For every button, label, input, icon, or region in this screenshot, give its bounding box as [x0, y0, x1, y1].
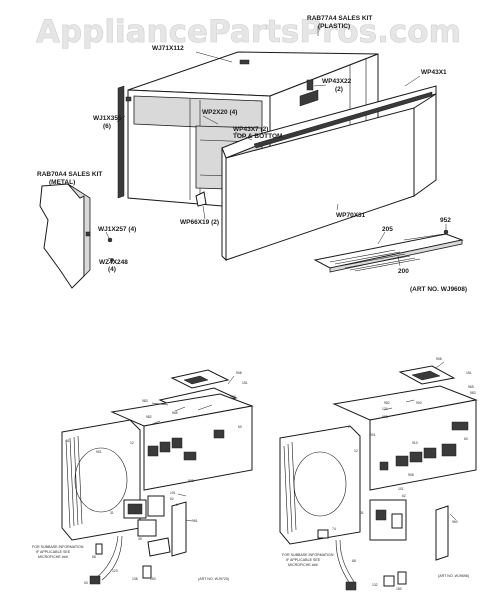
label-wp70x31: WP70X31: [336, 212, 366, 219]
small-spring-part: [195, 191, 207, 207]
svg-text:900: 900: [416, 401, 422, 405]
label-wp43x7: WP43X7 (2): [233, 126, 268, 133]
bottom-right-callouts: 908 151 965 983 982 124 983 900 2 901 60…: [332, 357, 476, 591]
label-art-no-top: (ART NO. WJ9608): [410, 286, 467, 293]
svg-text:60: 60: [238, 425, 242, 429]
svg-text:1: 1: [176, 503, 178, 507]
top-labels: RAB77A4 SALES KIT (PLASTIC) WJ71X112 WP4…: [37, 15, 467, 293]
bottom-left-assembly: 908 151 983 982 965 900 51 901 60 12 908…: [32, 369, 254, 585]
svg-text:68: 68: [92, 555, 96, 559]
label-sales-kit-plastic: RAB77A4 SALES KIT: [307, 15, 372, 22]
svg-text:150: 150: [396, 587, 402, 591]
subbase-note-right-1: FOR SUBBASE INFORMATION: [282, 553, 334, 557]
flange-clip: [125, 96, 132, 102]
svg-text:150: 150: [150, 577, 156, 581]
svg-text:74: 74: [332, 527, 336, 531]
bottom-right-leaders: [383, 361, 457, 521]
svg-text:12: 12: [130, 441, 134, 445]
svg-text:2: 2: [348, 425, 350, 429]
svg-text:51: 51: [66, 439, 70, 443]
bottom-left-callouts: 908 151 983 982 965 900 51 901 60 12 908…: [66, 371, 248, 585]
svg-text:910: 910: [412, 441, 418, 445]
label-wz4x248: WZ4X248: [99, 259, 128, 266]
art-no-bottom-right: (ART NO. WJ9696): [438, 574, 469, 578]
subbase-note-right-3: MICROFICHE ###: [288, 563, 318, 567]
label-wj1x355: WJ1X355: [93, 115, 122, 122]
label-wp43x7-position: TOP & BOTTOM: [233, 133, 282, 140]
screw-wz4x248: [110, 258, 114, 262]
svg-text:982: 982: [384, 401, 390, 405]
svg-text:908: 908: [188, 479, 194, 483]
svg-text:124: 124: [382, 407, 388, 411]
bottom-left-leaders: [149, 375, 235, 522]
label-sales-kit-metal: RAB70A4 SALES KIT: [37, 171, 102, 178]
label-sales-kit-metal-type: (METAL): [49, 179, 75, 186]
top-leader-lines: [64, 26, 447, 267]
label-wp66x19: WP66X19 (2): [180, 219, 219, 226]
metal-sales-kit-bracket: [39, 183, 91, 289]
svg-text:960: 960: [452, 520, 458, 524]
art-no-bottom-left: (ART NO. WJ9720): [198, 577, 229, 581]
svg-text:901: 901: [96, 450, 102, 454]
label-wj1x257: WJ1X257 (4): [98, 226, 136, 233]
svg-text:62: 62: [402, 494, 406, 498]
left-flange: [117, 85, 125, 199]
label-wp43x22-qty: (2): [335, 86, 343, 93]
screw-wj1x257: [107, 237, 113, 243]
svg-text:151: 151: [242, 381, 248, 385]
svg-text:138: 138: [132, 577, 138, 581]
svg-text:60: 60: [464, 437, 468, 441]
watermark-text: AppliancePartsPros.com: [36, 14, 461, 50]
chassis-plate: [313, 233, 464, 273]
svg-text:101: 101: [170, 491, 176, 495]
svg-text:983: 983: [382, 415, 388, 419]
svg-text:965: 965: [172, 411, 178, 415]
bottom-right-assembly: 908 151 965 983 982 124 983 900 2 901 60…: [279, 357, 478, 591]
svg-text:31: 31: [360, 511, 364, 515]
svg-text:62: 62: [170, 497, 174, 501]
svg-text:901: 901: [370, 433, 376, 437]
svg-text:101: 101: [398, 487, 404, 491]
svg-text:12: 12: [354, 449, 358, 453]
svg-text:908: 908: [436, 357, 442, 361]
svg-text:908: 908: [236, 371, 242, 375]
svg-text:123: 123: [112, 569, 118, 573]
label-wj1x355-qty: (6): [103, 123, 111, 130]
label-wp43x1: WP43X1: [421, 69, 447, 76]
svg-text:900: 900: [230, 395, 236, 399]
subbase-note-right-2: IF APPLICABLE SEE: [286, 558, 321, 562]
svg-text:68: 68: [352, 559, 356, 563]
svg-text:983: 983: [142, 399, 148, 403]
screw-952: [443, 229, 449, 235]
svg-text:151: 151: [466, 371, 472, 375]
svg-text:983: 983: [470, 391, 476, 395]
svg-text:965: 965: [468, 385, 474, 389]
label-205: 205: [382, 226, 393, 233]
label-wp43x22: WP43X22: [322, 78, 352, 85]
label-wz4x248-qty: (4): [108, 266, 116, 273]
label-wj71x112: WJ71X112: [152, 45, 184, 52]
svg-text:53: 53: [84, 581, 88, 585]
label-wp2x20: WP2X20 (4): [202, 109, 237, 116]
subbase-note-left-1: FOR SUBBASE INFORMATION: [32, 545, 84, 549]
label-952: 952: [440, 217, 451, 224]
svg-text:982: 982: [146, 415, 152, 419]
svg-text:132: 132: [372, 583, 378, 587]
label-200: 200: [398, 268, 409, 275]
svg-text:961: 961: [192, 519, 198, 523]
subbase-note-left-3: MICROFICHE ###: [38, 555, 68, 559]
svg-text:31: 31: [110, 511, 114, 515]
subbase-note-left-2: IF APPLICABLE SEE: [36, 550, 71, 554]
label-sales-kit-plastic-type: (PLASTIC): [318, 23, 350, 30]
svg-text:49: 49: [138, 537, 142, 541]
svg-text:908: 908: [408, 473, 414, 477]
top-assembly: RAB77A4 SALES KIT (PLASTIC) WJ71X112 WP4…: [37, 15, 467, 293]
front-grille-panel: [221, 79, 437, 262]
